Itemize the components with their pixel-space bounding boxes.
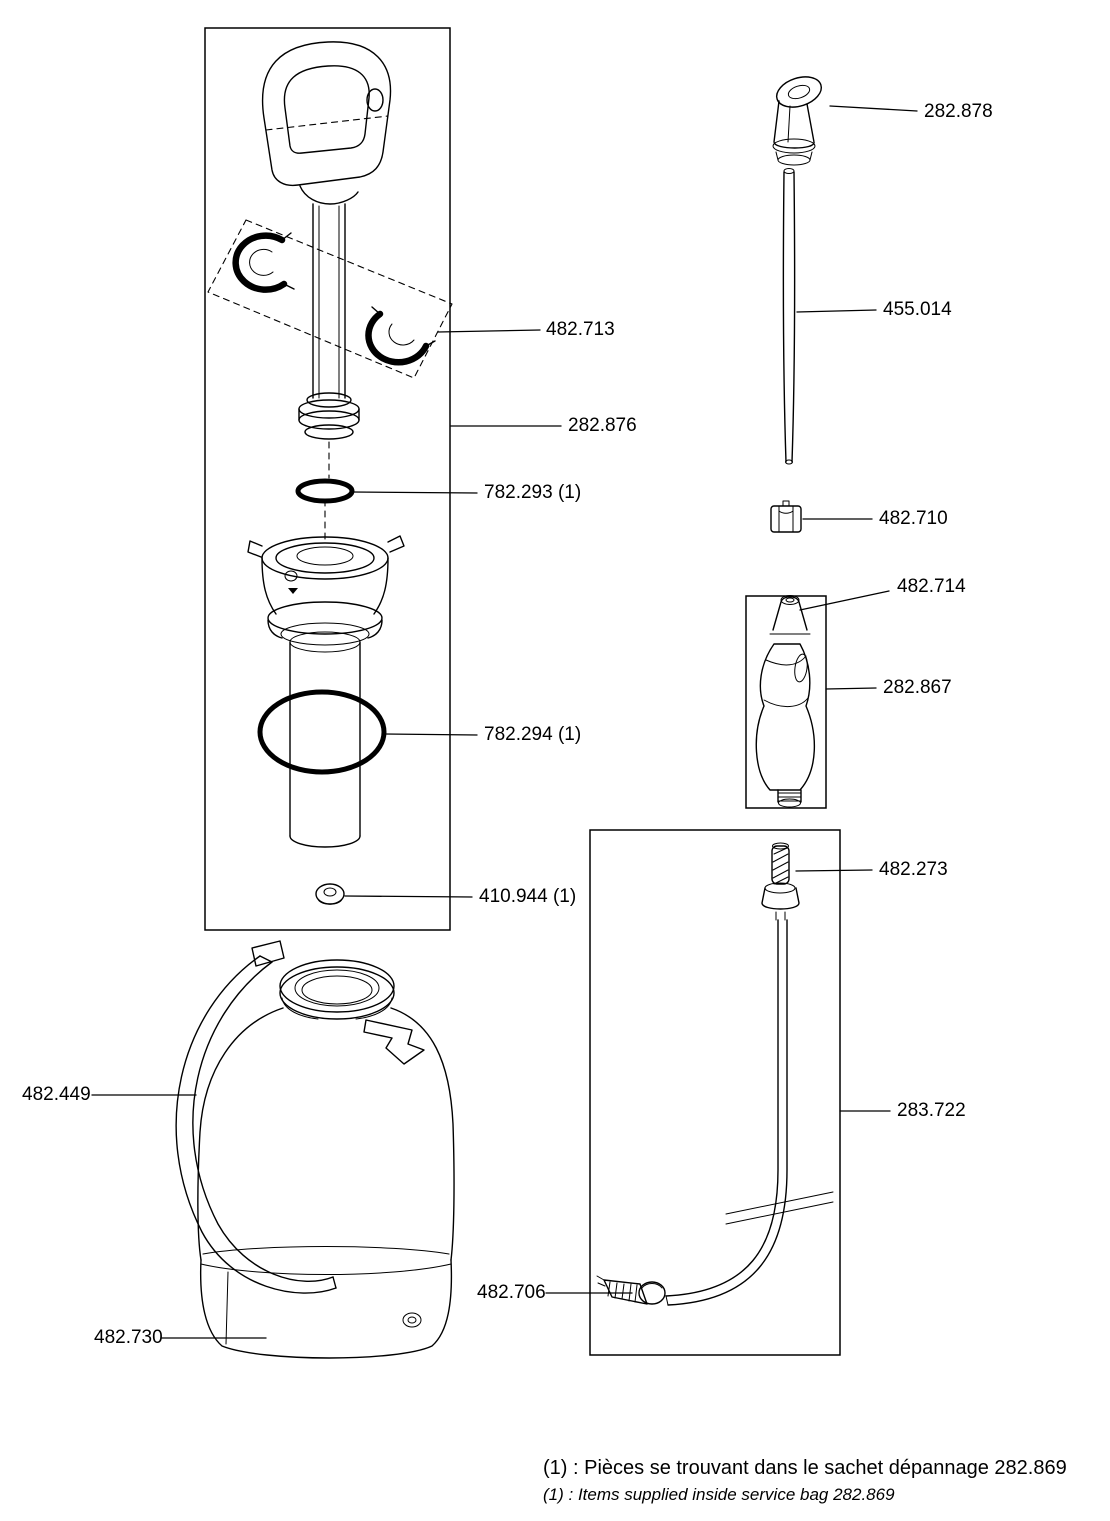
nozzle-tip (772, 76, 822, 166)
break-mark (725, 1201, 834, 1225)
spray-wand-tube (782, 168, 796, 465)
part-label-410-944: 410.944 (1) (479, 886, 577, 907)
part-label-482-706: 482.706 (477, 1282, 546, 1303)
part-label-482-713: 482.713 (546, 319, 615, 340)
retaining-clip-left (232, 232, 295, 293)
pump-handle (262, 41, 392, 205)
pump-head (247, 535, 405, 646)
pump-cylinder (289, 631, 361, 848)
dashed-selection-box (207, 219, 453, 379)
pump-tube (298, 203, 360, 541)
part-label-782-293: 782.293 (1) (484, 482, 582, 503)
part-label-482-449: 482.449 (22, 1084, 91, 1105)
footnote-english: (1) : Items supplied inside service bag … (543, 1485, 895, 1504)
retaining-clips (207, 219, 453, 379)
part-label-482-710: 482.710 (879, 508, 948, 529)
hose-weight (596, 1275, 666, 1305)
retaining-clip-right (365, 306, 436, 366)
part-label-283-722: 283.722 (897, 1100, 966, 1121)
tank-neck (279, 959, 395, 1020)
shoulder-strap (175, 940, 337, 1294)
o-ring-large (257, 689, 387, 775)
tank-body (197, 1007, 455, 1261)
o-ring-small (295, 478, 355, 504)
footnote-french: (1) : Pièces se trouvant dans le sachet … (543, 1457, 1067, 1479)
suction-filter (761, 842, 800, 921)
part-label-455-014: 455.014 (883, 299, 952, 320)
trigger-grip (755, 595, 815, 808)
part-label-282-876: 282.876 (568, 415, 637, 436)
part-label-482-714: 482.714 (897, 576, 966, 597)
grommet (315, 883, 345, 905)
part-label-782-294: 782.294 (1) (484, 724, 582, 745)
part-label-282-867: 282.867 (883, 677, 952, 698)
wand-clip (770, 500, 802, 533)
suction-hose (665, 919, 834, 1306)
dip-tube-frame (589, 829, 841, 1356)
trigger-grip-frame (745, 595, 827, 809)
part-label-282-878: 282.878 (924, 101, 993, 122)
part-label-482-730: 482.730 (94, 1327, 163, 1348)
pump-assembly-frame (204, 27, 451, 931)
break-mark (725, 1191, 834, 1215)
part-label-482-273: 482.273 (879, 859, 948, 880)
tank-base (199, 1259, 453, 1359)
holder-bracket (363, 1019, 425, 1065)
leader-lines (91, 105, 918, 1339)
